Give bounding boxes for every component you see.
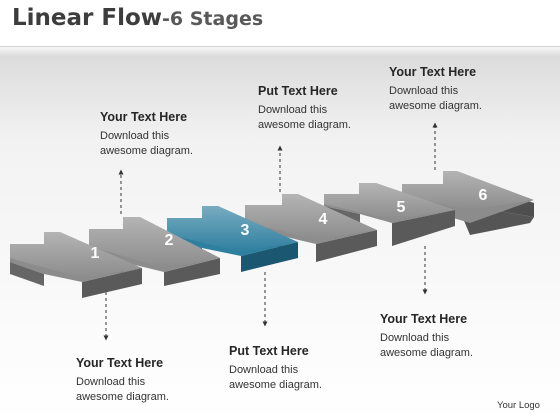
callout-body: Download this awesome diagram. [258, 103, 351, 133]
callout-stage-2: Your Text Here Download this awesome dia… [100, 110, 193, 159]
callout-stage-6: Your Text Here Download this awesome dia… [389, 65, 482, 114]
connectors [103, 122, 438, 341]
callout-stage-1: Your Text Here Download this awesome dia… [76, 356, 169, 405]
stage-2-number: 2 [165, 232, 174, 249]
callout-line-2: awesome diagram. [100, 145, 193, 157]
stage-1-arrow: 1 [10, 232, 142, 298]
callout-body: Download this awesome diagram. [389, 84, 482, 114]
callout-heading: Put Text Here [258, 84, 338, 98]
page-title: Linear Flow-6 Stages [12, 5, 263, 31]
stage-2-arrow: 2 [89, 217, 220, 286]
stage-6-number: 6 [479, 187, 488, 204]
callout-line-2: awesome diagram. [389, 100, 482, 112]
stage-1-number: 1 [91, 245, 100, 262]
callout-stage-4: Put Text Here Download this awesome diag… [258, 84, 351, 133]
stage-arrows: 6 5 4 3 2 [10, 171, 534, 298]
callout-heading: Your Text Here [389, 65, 477, 79]
callout-line-2: awesome diagram. [380, 347, 473, 359]
callout-body: Download this awesome diagram. [380, 331, 473, 361]
stage-5-number: 5 [397, 199, 406, 216]
callout-line-1: Download this [100, 130, 170, 142]
callout-heading: Your Text Here [76, 356, 164, 370]
title-bar: Linear Flow-6 Stages [0, 0, 560, 47]
callout-heading: Your Text Here [100, 110, 188, 124]
stage-6-arrow: 6 [402, 171, 534, 235]
callout-line-2: awesome diagram. [76, 391, 169, 403]
callout-heading: Your Text Here [380, 312, 468, 326]
callout-stage-3: Put Text Here Download this awesome diag… [229, 344, 322, 393]
stage-4-number: 4 [319, 211, 328, 228]
title-sub: -6 Stages [162, 8, 264, 30]
callout-body: Download this awesome diagram. [100, 129, 193, 159]
callout-line-1: Download this [389, 85, 459, 97]
callout-line-1: Download this [258, 104, 328, 116]
callout-line-1: Download this [76, 376, 146, 388]
callout-body: Download this awesome diagram. [229, 363, 322, 393]
callout-line-1: Download this [229, 364, 299, 376]
callout-body: Download this awesome diagram. [76, 375, 169, 405]
callout-heading: Put Text Here [229, 344, 309, 358]
callout-stage-5: Your Text Here Download this awesome dia… [380, 312, 473, 361]
title-main: Linear Flow [12, 5, 163, 31]
logo-placeholder: Your Logo [497, 400, 540, 411]
callout-line-1: Download this [380, 332, 450, 344]
callout-line-2: awesome diagram. [229, 379, 322, 391]
stage-3-number: 3 [241, 222, 250, 239]
callout-line-2: awesome diagram. [258, 119, 351, 131]
